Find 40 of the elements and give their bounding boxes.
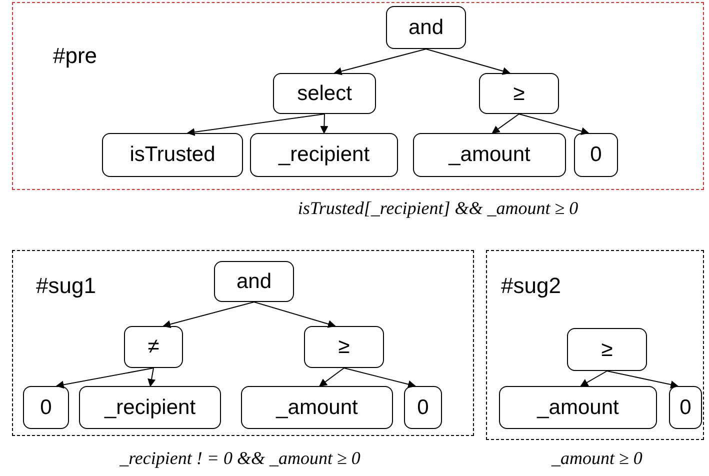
tree-node-box: _amount — [413, 133, 566, 177]
tree-node-box: isTrusted — [102, 133, 243, 177]
formula-caption: _amount ≥ 0 — [552, 448, 642, 469]
tree-node-box: 0 — [404, 386, 442, 429]
tree-node-box: select — [273, 73, 376, 114]
group-label: #sug1 — [36, 273, 96, 299]
tree-node-box: 0 — [669, 386, 702, 429]
arrow — [334, 48, 426, 76]
tree-node-box: _amount — [241, 386, 393, 429]
tree-node-box: and — [386, 6, 466, 49]
arrow — [186, 114, 325, 136]
group-label: #pre — [53, 43, 98, 69]
dashed-group-frame — [486, 250, 704, 440]
arrow — [518, 114, 590, 135]
tree-node-box: ≠ — [124, 326, 183, 368]
arrow — [56, 368, 154, 389]
dashed-group-frame — [12, 250, 474, 436]
arrow — [426, 48, 511, 75]
dashed-group-frame — [12, 2, 704, 190]
tree-node-box: _recipient — [79, 386, 221, 429]
tree-node-box: and — [214, 261, 294, 302]
tree-node-box: ≥ — [304, 326, 384, 368]
arrow — [606, 370, 679, 388]
tree-node-box: ≥ — [567, 328, 647, 371]
arrow — [492, 114, 520, 134]
arrow — [320, 114, 328, 134]
tree-node-box: _amount — [499, 386, 657, 429]
arrow — [148, 368, 156, 387]
arrow — [580, 370, 608, 386]
group-label: #sug2 — [501, 273, 561, 299]
tree-node-box: ≥ — [479, 73, 559, 114]
tree-node-box: 0 — [574, 133, 618, 177]
arrow — [162, 302, 254, 328]
formula-caption: isTrusted[_recipient] && _amount ≥ 0 — [298, 198, 578, 219]
arrow — [344, 368, 416, 388]
arrow — [254, 302, 336, 328]
tree-node-box: _recipient — [250, 133, 398, 177]
arrow — [318, 368, 344, 387]
formula-caption: _recipient ! = 0 && _amount ≥ 0 — [120, 448, 360, 469]
tree-node-box: 0 — [23, 386, 69, 429]
